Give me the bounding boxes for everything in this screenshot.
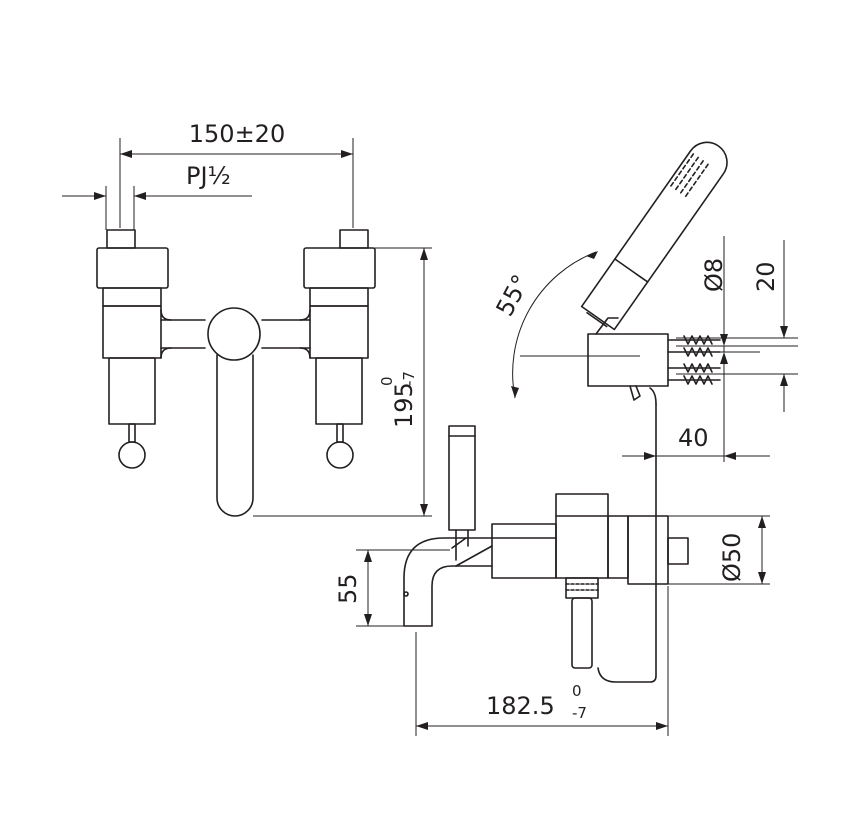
hose-outlet (565, 403, 657, 683)
dim-height-label: 195 (390, 382, 418, 428)
dim-hose-label: Ø8 (700, 258, 728, 292)
dim-hose: Ø8 (676, 236, 798, 380)
front-view: 150±20 PJ½ 195 0 -7 (62, 120, 432, 517)
spout (403, 537, 493, 627)
hand-shower-view: 55° Ø8 20 4 (491, 141, 798, 462)
dim-height-upper: 0 (378, 376, 396, 386)
side-body (491, 493, 689, 585)
dim-body-dia-label: Ø50 (718, 533, 746, 582)
dim-thread: PJ½ (62, 162, 252, 230)
dim-holder-depth-label: 40 (678, 424, 709, 452)
right-inlet (303, 229, 376, 469)
left-inlet (96, 229, 169, 469)
shower-holder (587, 317, 721, 405)
hand-shower (580, 141, 728, 331)
dim-holder-height: 20 (676, 240, 798, 412)
dim-holder-depth: 40 (622, 380, 770, 462)
dim-projection-lower: -7 (572, 704, 587, 722)
dim-projection-upper: 0 (572, 682, 582, 700)
dim-projection: 182.5 0 -7 (415, 586, 669, 736)
dim-spout-height: 55 (334, 549, 450, 627)
dim-centers: 150±20 (119, 120, 354, 228)
side-view: Ø50 55 182.5 0 -7 (334, 403, 770, 736)
dim-projection-label: 182.5 (486, 692, 555, 720)
crossbar (160, 309, 311, 359)
dim-angle-label: 55° (491, 270, 536, 321)
dim-spout-height-label: 55 (334, 573, 362, 604)
central-lever (207, 307, 261, 517)
dim-thread-label: PJ½ (186, 162, 231, 190)
dim-holder-height-label: 20 (752, 261, 780, 292)
dim-height: 195 0 -7 (253, 247, 432, 517)
dim-body-dia: Ø50 (668, 515, 770, 585)
dim-centers-label: 150±20 (189, 120, 285, 148)
dim-height-lower: -7 (400, 371, 418, 386)
